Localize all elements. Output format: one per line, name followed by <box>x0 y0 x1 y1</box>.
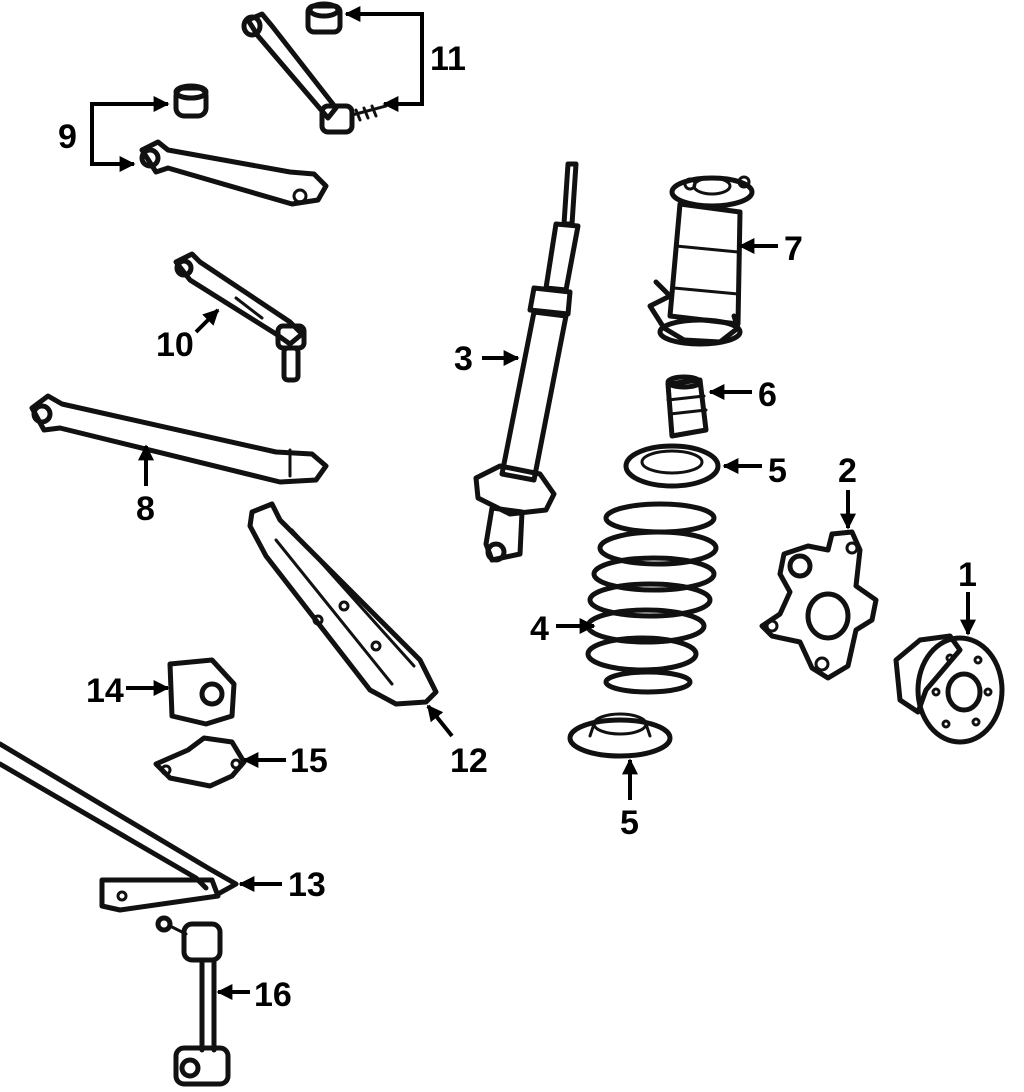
part-11-upper-arm <box>241 1 388 135</box>
part-8-lateral-arm <box>29 393 329 485</box>
callout-1: 1 <box>958 556 977 594</box>
callout-5-upper: 5 <box>768 452 787 490</box>
leader-lines <box>90 6 976 1000</box>
part-2-knuckle <box>759 529 879 681</box>
part-4-coil-spring <box>585 501 719 695</box>
callout-4: 4 <box>530 610 549 648</box>
callout-12: 12 <box>450 742 488 780</box>
callout-14: 14 <box>86 672 124 710</box>
callout-7: 7 <box>784 230 803 268</box>
part-1-hub <box>893 633 1005 745</box>
part-10-adjustable-arm <box>173 251 307 383</box>
callout-2: 2 <box>838 452 857 490</box>
callout-16: 16 <box>254 976 292 1014</box>
part-5-upper-spring-seat <box>623 443 721 489</box>
callout-10: 10 <box>156 326 194 364</box>
callout-5-lower: 5 <box>620 804 639 842</box>
part-9-control-arm <box>139 83 329 207</box>
callout-13: 13 <box>288 866 326 904</box>
callout-15: 15 <box>290 742 328 780</box>
part-13-stabilizer-bar <box>0 741 239 913</box>
part-14-bushing <box>167 657 237 727</box>
part-15-bracket <box>153 735 247 789</box>
callout-8: 8 <box>136 490 155 528</box>
callout-6: 6 <box>758 376 777 414</box>
part-7-boot-mount <box>647 175 755 347</box>
part-6-bump-stop <box>665 374 709 439</box>
callout-3: 3 <box>454 340 473 378</box>
part-5-lower-spring-seat <box>567 712 673 759</box>
part-12-trailing-arm <box>247 501 439 707</box>
callout-11: 11 <box>430 40 466 78</box>
callout-9: 9 <box>58 118 77 156</box>
part-16-stabilizer-link <box>155 915 231 1087</box>
part-3-shock-absorber <box>473 161 581 563</box>
